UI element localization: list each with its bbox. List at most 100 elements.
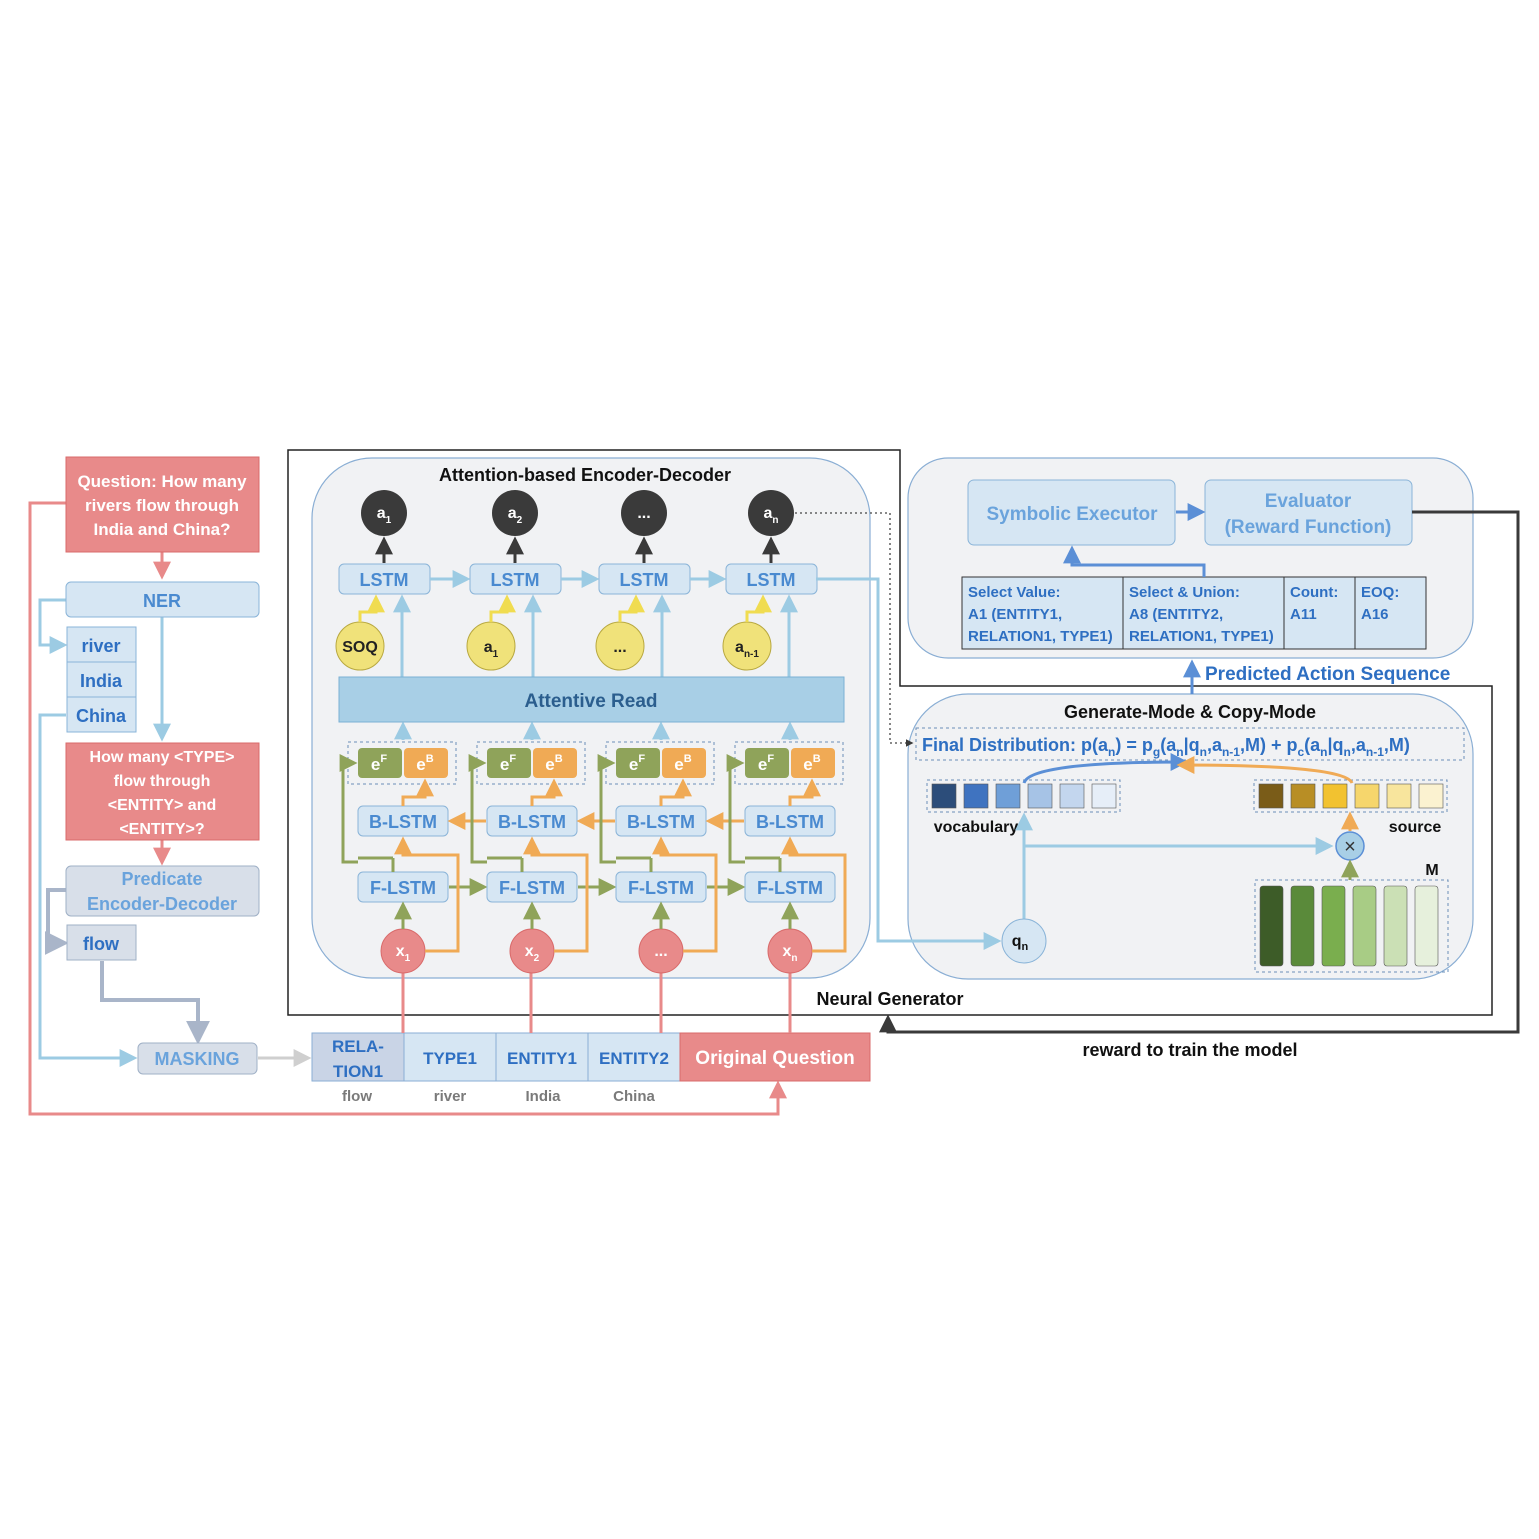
source-cells xyxy=(1258,783,1444,809)
input-to-b-lstm-arrow xyxy=(523,836,589,953)
memory-cell xyxy=(1414,885,1439,967)
forward-state-box xyxy=(487,748,531,778)
actions-to-executor-arrow xyxy=(1063,545,1206,577)
action-text: Select Value: xyxy=(968,584,1061,601)
question-line: rivers flow through xyxy=(85,496,239,515)
decoder-input-arrow xyxy=(745,594,772,622)
question-line: India and China? xyxy=(94,520,231,539)
predicted-action-sequence-label: Predicted Action Sequence xyxy=(1205,664,1450,685)
ner-box xyxy=(65,581,260,618)
f-lstm-to-state-arrow xyxy=(339,754,358,864)
input-to-b-lstm-arrow xyxy=(394,836,460,953)
input-cell-label: TYPE1 xyxy=(423,1049,477,1068)
ner-output-label: India xyxy=(80,671,123,691)
backward-state-box xyxy=(404,748,448,778)
attentive-read-box xyxy=(338,676,845,723)
f-lstm-to-state-arrow xyxy=(597,754,616,864)
copy-mode-title: Generate-Mode & Copy-Mode xyxy=(1064,702,1316,722)
decoder-output-label: an xyxy=(763,505,778,526)
input-cell-sub: India xyxy=(525,1088,561,1105)
decoder-to-query-link xyxy=(816,577,1002,950)
memory-cells xyxy=(1259,885,1439,967)
action-text: EOQ: xyxy=(1361,584,1399,601)
question-line: Question: How many xyxy=(77,472,247,491)
action-text: Select & Union: xyxy=(1129,584,1240,601)
question-box xyxy=(65,456,260,553)
input-to-b-lstm-arrow xyxy=(781,836,847,953)
f-lstm-label: F-LSTM xyxy=(757,878,823,898)
input-lines xyxy=(401,972,792,1033)
backward-state-label: eB xyxy=(803,753,820,774)
input-cell-entity2 xyxy=(587,1032,681,1082)
input-cell-sub: flow xyxy=(342,1088,372,1105)
ner-output-india xyxy=(66,661,137,698)
memory-cell xyxy=(1259,885,1284,967)
predicate-model-label: Predicate xyxy=(121,869,202,889)
action-text: A16 xyxy=(1361,606,1389,623)
action-cell xyxy=(1283,576,1356,650)
f-lstm-to-state-arrow xyxy=(468,754,487,864)
forward-state-label: eF xyxy=(629,753,645,774)
decoder-output-label: ... xyxy=(637,505,650,522)
masking-label: MASKING xyxy=(155,1049,240,1069)
ner-output-label: China xyxy=(76,706,127,726)
attentive-read-label: Attentive Read xyxy=(524,691,657,712)
source-to-distribution-arrow xyxy=(1176,756,1354,784)
decoder-output-label: a2 xyxy=(508,505,523,526)
encoder-input-label: xn xyxy=(782,943,797,964)
masked-question-line: flow through xyxy=(114,773,211,790)
multiply-icon: × xyxy=(1344,836,1356,858)
decoder-output-label: a1 xyxy=(377,505,392,526)
masked-question-box xyxy=(65,742,260,841)
b-lstm-to-state-arrow xyxy=(788,778,821,806)
source-cell xyxy=(1418,783,1444,809)
reward-loop-arrow xyxy=(879,510,1520,1034)
b-lstm-label: B-LSTM xyxy=(369,812,437,832)
vocabulary-label: vocabulary xyxy=(934,819,1019,836)
vocabulary-cell xyxy=(995,783,1021,809)
ner-output-china xyxy=(66,696,137,733)
decoder-input-label: a1 xyxy=(484,639,499,660)
memory-group xyxy=(1254,879,1449,973)
vocabulary-cell xyxy=(931,783,957,809)
forward-state-label: eF xyxy=(500,753,516,774)
input-cell-label: ENTITY1 xyxy=(507,1049,577,1068)
memory-label: M xyxy=(1425,862,1438,879)
action-cell xyxy=(1354,576,1427,650)
evaluator-label: (Reward Function) xyxy=(1225,517,1392,538)
vocabulary-cell xyxy=(1027,783,1053,809)
source-cell xyxy=(1322,783,1348,809)
ner-output-label: river xyxy=(81,636,120,656)
encoder-input-label: x1 xyxy=(396,943,411,964)
backward-state-label: eB xyxy=(674,753,691,774)
decoder-output-node xyxy=(492,490,538,536)
source-label: source xyxy=(1389,819,1442,836)
vocabulary-cells xyxy=(931,783,1117,809)
vocabulary-cell xyxy=(1091,783,1117,809)
original-question-cell xyxy=(679,1032,871,1082)
backward-state-label: eB xyxy=(545,753,562,774)
predicate-encoder-decoder-box xyxy=(65,865,260,917)
an-dotted-link xyxy=(795,512,914,747)
predicate-model-label: Encoder-Decoder xyxy=(87,894,237,914)
decoder-input-arrow xyxy=(618,594,645,622)
input-cell-label: ENTITY2 xyxy=(599,1049,669,1068)
source-cell xyxy=(1258,783,1284,809)
b-lstm-to-state-arrow xyxy=(530,778,563,806)
forward-state-box xyxy=(616,748,660,778)
encoder-input-label: ... xyxy=(654,943,667,960)
input-cell-type xyxy=(403,1032,497,1082)
evaluator-label: Evaluator xyxy=(1265,491,1352,512)
forward-state-label: eF xyxy=(371,753,387,774)
backward-state-label: eB xyxy=(416,753,433,774)
memory-cell xyxy=(1290,885,1315,967)
decoder-output-node xyxy=(361,490,407,536)
memory-cell xyxy=(1352,885,1377,967)
decoder-lstm-label: LSTM xyxy=(360,570,409,590)
original-question-label: Original Question xyxy=(695,1048,854,1069)
source-cell xyxy=(1290,783,1316,809)
ner-label: NER xyxy=(143,591,181,611)
forward-state-box xyxy=(358,748,402,778)
decoder-input-arrow xyxy=(358,594,385,622)
predicate-output-flow xyxy=(66,924,137,961)
